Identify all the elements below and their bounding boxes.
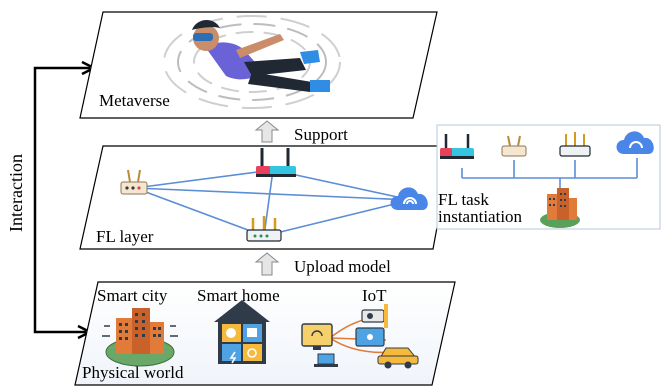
smart-city-icon [102,308,178,367]
iot-cluster [301,304,419,369]
fl-node-main-router [256,148,296,177]
task-router-bottom [559,132,591,157]
upload-arrow [254,252,280,276]
task-label-line2: instantiation [438,207,523,226]
fl-layer-label: FL layer [96,227,154,246]
task-cloud [616,131,654,154]
metaverse-label: Metaverse [99,91,170,110]
physical-world-label: Physical world [82,363,184,382]
support-arrow [254,120,280,143]
smart-city-label: Smart city [97,286,168,305]
fl-node-cloud [390,187,428,210]
fl-node-small-router [120,169,148,195]
fl-layer [79,145,453,250]
fl-node-bottom-router [246,216,282,242]
interaction-label: Interaction [6,154,26,232]
task-router-main [440,134,474,159]
task-label-line1: FL task [438,190,489,209]
smart-home-label: Smart home [197,286,280,305]
task-panel-tree [461,158,638,194]
fl-network-links [134,169,412,237]
task-router-small [501,135,527,157]
support-label: Support [294,125,348,144]
upload-label: Upload model [294,257,391,276]
smart-home-icon [214,300,270,364]
iot-label: IoT [362,286,387,305]
task-smart-city-icon [540,188,580,228]
vr-person-illustration [163,15,341,109]
